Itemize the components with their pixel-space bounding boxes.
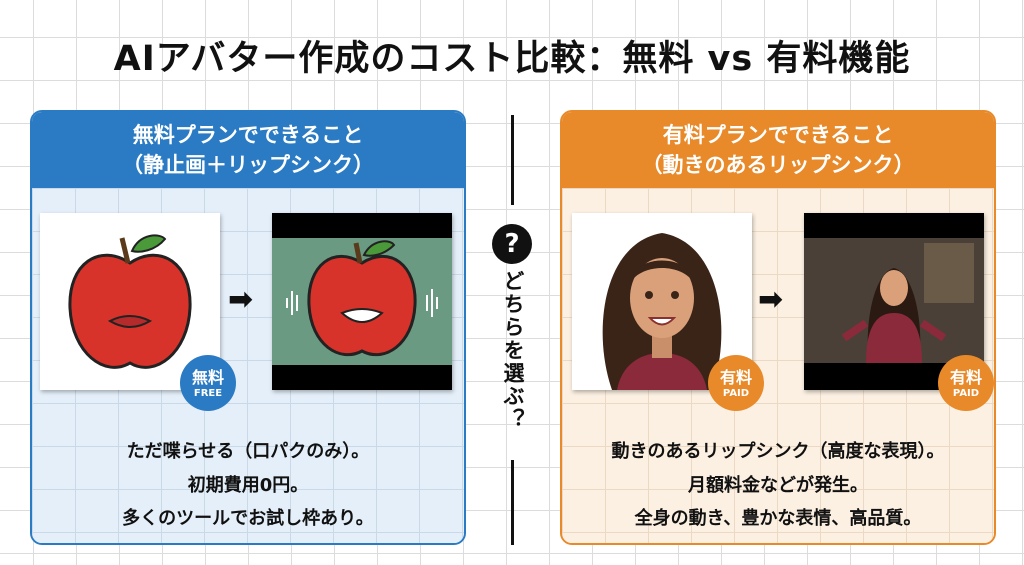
free-badge-label: 無料 — [191, 368, 224, 387]
arrow-right-icon: ➡ — [758, 282, 784, 317]
free-desc-line: 初期費用0円。 — [187, 474, 309, 496]
paid-badge-label: 有料 — [949, 368, 982, 387]
paid-desc-line: 動きのあるリップシンク（高度な表現）。 — [611, 441, 945, 462]
free-header-title: 無料プランでできること — [132, 123, 364, 147]
paid-plan-header: 有料プランでできること （動きのあるリップシンク） — [562, 112, 994, 188]
paid-plan-body: ➡ 有料 PAID 有料 PAID 動きのあるリップシンク（高度な表現）。 月額… — [562, 188, 994, 543]
question-icon: ? — [492, 224, 532, 264]
paid-header-title: 有料プランでできること — [662, 123, 894, 147]
paid-plan-panel: 有料プランでできること （動きのあるリップシンク） ➡ 有料 PAID 有料 P… — [560, 110, 996, 545]
paid-badge-sublabel: PAID — [722, 388, 750, 399]
free-plan-header: 無料プランでできること （静止画＋リップシンク） — [32, 112, 464, 188]
paid-desc-line: 月額料金などが発生。 — [688, 474, 868, 496]
paid-badge: 有料 PAID — [938, 355, 994, 411]
divider-bottom — [511, 460, 514, 545]
free-plan-panel: 無料プランでできること （静止画＋リップシンク） ➡ 無料 FREE ただ喋らせ… — [30, 110, 466, 545]
free-badge: 無料 FREE — [180, 355, 236, 411]
paid-badge-sublabel: PAID — [952, 388, 980, 399]
paid-header-subtitle: （動きのあるリップシンク） — [641, 153, 915, 177]
free-badge-sublabel: FREE — [193, 388, 223, 399]
divider-top — [511, 115, 514, 205]
apple-lipsync-video — [272, 213, 452, 390]
paid-badge: 有料 PAID — [708, 355, 764, 411]
page-title: AIアバター作成のコスト比較：無料 vs 有料機能 — [113, 39, 911, 79]
paid-description: 動きのあるリップシンク（高度な表現）。 月額料金などが発生。 全身の動き、豊かな… — [562, 435, 994, 536]
arrow-right-icon: ➡ — [228, 282, 254, 317]
free-desc-line: 多くのツールでお試し枠あり。 — [122, 508, 374, 529]
free-header-subtitle: （静止画＋リップシンク） — [122, 153, 374, 177]
free-plan-body: ➡ 無料 FREE ただ喋らせる（口パクのみ）。 初期費用0円。 多くのツールで… — [32, 188, 464, 543]
which-to-choose-text: どちらを選ぶ？ — [501, 270, 525, 431]
paid-badge-label: 有料 — [719, 368, 752, 387]
free-description: ただ喋らせる（口パクのみ）。 初期費用0円。 多くのツールでお試し枠あり。 — [32, 435, 464, 536]
free-desc-line: ただ喋らせる（口パクのみ）。 — [126, 441, 370, 462]
paid-desc-line: 全身の動き、豊かな表情、高品質。 — [634, 508, 922, 529]
apple-still-image — [40, 213, 220, 390]
